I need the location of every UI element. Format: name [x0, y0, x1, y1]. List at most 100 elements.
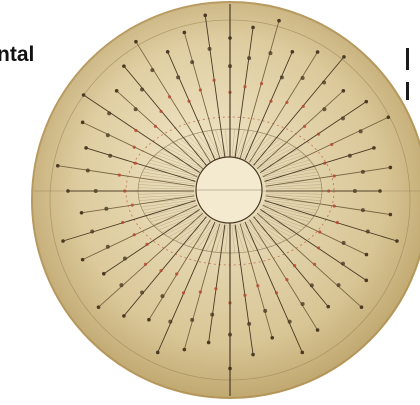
ray-end-mark	[122, 64, 126, 68]
ray-end-mark	[277, 19, 281, 23]
ray-end-mark	[81, 121, 85, 125]
ray-end-mark	[389, 213, 393, 217]
ray-mark	[303, 125, 306, 128]
ray-mark	[212, 79, 215, 82]
ray-end-mark	[270, 336, 274, 340]
ray-mark	[133, 146, 136, 149]
ray-mark	[301, 76, 305, 80]
ray-mark	[160, 294, 164, 298]
ray-end-mark	[122, 314, 126, 318]
ray-end-mark	[156, 351, 160, 355]
ray-end-mark	[316, 50, 320, 54]
ray-end-mark	[365, 253, 369, 257]
ray-mark	[190, 60, 194, 64]
ray-end-mark	[82, 93, 86, 97]
ray-mark	[159, 110, 162, 113]
ray-mark	[145, 243, 148, 246]
ray-mark	[361, 170, 365, 174]
ray-end-mark	[326, 305, 330, 309]
ray-end-mark	[389, 166, 393, 170]
ray-mark	[159, 269, 162, 272]
ray-mark	[208, 47, 212, 51]
ray-end-mark	[115, 89, 119, 93]
ray-end-mark	[360, 305, 364, 309]
ray-end-mark	[291, 50, 295, 54]
ray-end-mark	[203, 14, 207, 18]
ray-mark	[247, 56, 251, 60]
ray-end-mark	[364, 279, 368, 283]
ray-end-mark	[251, 26, 255, 30]
ray-mark	[342, 241, 346, 245]
ray-end-mark	[84, 146, 88, 150]
ray-mark	[341, 262, 345, 266]
ray-mark	[123, 257, 127, 261]
ray-mark	[106, 245, 110, 249]
ray-mark	[119, 283, 123, 287]
ray-mark	[182, 291, 185, 294]
ray-mark	[269, 100, 272, 103]
ray-mark	[134, 107, 138, 111]
ray-mark	[322, 80, 326, 84]
ray-mark	[333, 204, 336, 207]
ray-end-mark	[56, 164, 60, 168]
ray-mark	[190, 318, 194, 322]
ray-mark	[336, 221, 339, 224]
ray-mark	[131, 203, 134, 206]
ray-mark	[243, 85, 246, 88]
ray-mark	[199, 88, 202, 91]
ray-end-mark	[300, 351, 304, 355]
ray-mark	[318, 230, 321, 233]
ray-mark	[293, 264, 296, 267]
ray-mark	[168, 95, 171, 98]
ray-mark	[366, 229, 370, 233]
ray-mark	[280, 75, 284, 79]
ray-end-mark	[364, 100, 368, 104]
ray-mark	[310, 283, 314, 287]
ray-end-mark	[342, 55, 346, 59]
ray-mark	[214, 287, 217, 290]
ray-mark	[150, 68, 154, 72]
ray-mark	[313, 263, 316, 266]
ray-end-mark	[342, 89, 346, 93]
ray-mark	[168, 320, 172, 324]
ray-mark	[288, 320, 292, 324]
ray-end-mark	[251, 353, 255, 357]
ray-mark	[175, 272, 178, 275]
ray-mark	[337, 283, 341, 287]
ray-mark	[275, 291, 278, 294]
ray-mark	[359, 129, 363, 133]
ray-mark	[107, 111, 111, 115]
ray-mark	[301, 302, 305, 306]
ray-end-mark	[80, 211, 84, 215]
ray-mark	[260, 82, 263, 85]
ray-mark	[317, 132, 320, 135]
ray-end-mark	[316, 328, 320, 332]
ray-mark	[108, 154, 112, 158]
ray-mark	[285, 101, 288, 104]
ray-mark	[154, 125, 157, 128]
ray-end-mark	[97, 305, 101, 309]
ray-mark	[90, 229, 94, 233]
ray-mark	[140, 88, 144, 92]
ray-end-mark	[207, 341, 211, 345]
ray-mark	[341, 116, 345, 120]
ray-mark	[285, 278, 288, 281]
ray-mark	[243, 294, 246, 297]
ray-mark	[121, 221, 124, 224]
ray-end-mark	[183, 348, 187, 352]
ray-end-mark	[147, 318, 151, 322]
ray-mark	[187, 100, 190, 103]
ray-mark	[317, 246, 320, 249]
ray-mark	[333, 174, 336, 177]
ray-end-mark	[134, 40, 138, 44]
ray-end-mark	[372, 146, 376, 150]
ray-mark	[176, 75, 180, 79]
ray-mark	[140, 290, 144, 294]
ray-mark	[247, 322, 251, 326]
ray-mark	[322, 107, 326, 111]
ray-end-mark	[386, 115, 390, 119]
ray-mark	[348, 154, 352, 158]
ray-mark	[199, 290, 202, 293]
ray-mark	[210, 313, 214, 317]
